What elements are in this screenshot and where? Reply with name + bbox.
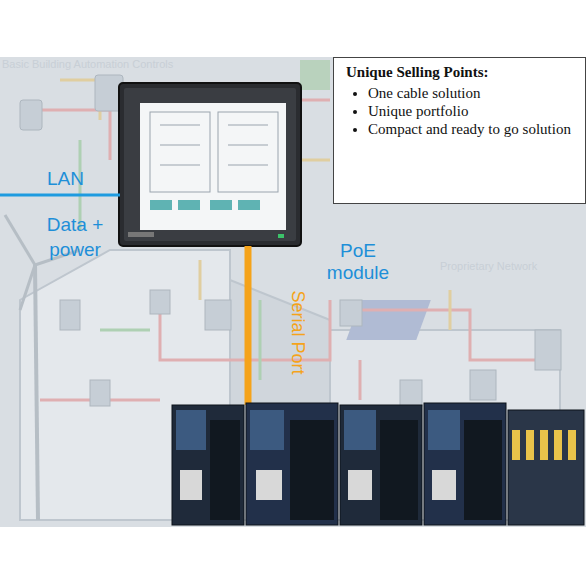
serial-cable — [245, 246, 252, 405]
plc-module-rack — [172, 403, 584, 525]
bullet-item: One cable solution — [368, 84, 575, 102]
selling-points-box: Unique Selling Points: One cable solution… — [333, 57, 586, 204]
cable-label: Data + power — [42, 212, 108, 262]
box-heading: Unique Selling Points: — [346, 64, 575, 81]
hmi-touch-panel — [119, 83, 301, 246]
port-label: Serial Port — [287, 288, 308, 378]
bullet-item: Compact and ready to go solution — [368, 120, 575, 138]
watermark-text: Basic Building Automation Controls — [2, 58, 242, 70]
watermark-text: Proprietary Network — [440, 260, 580, 272]
bullet-list: One cable solutionUnique portfolioCompac… — [346, 84, 575, 138]
bullet-item: Unique portfolio — [368, 102, 575, 120]
cable-label: LAN — [47, 168, 107, 190]
background-panel — [0, 57, 586, 527]
module-label: PoE module — [318, 240, 398, 284]
lan-cable — [0, 194, 120, 197]
